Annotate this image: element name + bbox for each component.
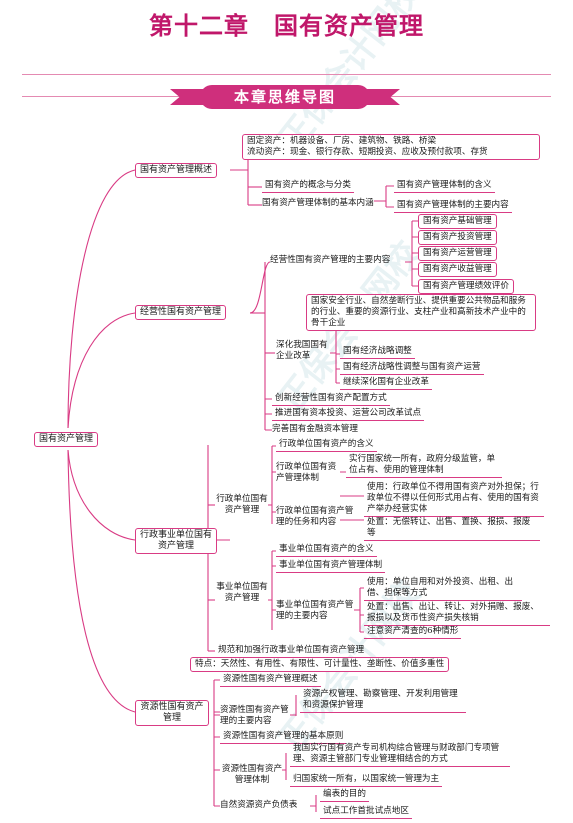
node-resource-system-b: 归国家统一所有，以国家统一管理为主 — [290, 774, 443, 787]
node-system-meaning: 国有资产管理体制的含义 — [394, 180, 495, 193]
fixed-assets-text: 固定资产：机器设备、厂房、建筑物、铁路、桥梁 — [247, 136, 437, 146]
node-inst-content: 事业单位国有资产管理的主要内容 — [276, 600, 354, 621]
node-soe-reform: 深化我国国有企业改革 — [276, 340, 328, 361]
node-inst-use: 使用：单位自用和对外投资、出租、出借、担保等方式 — [364, 577, 522, 601]
node-resource-system-a: 我国实行国有资产专司机构综合管理与财政部门专项管理、资源主管部门专业管理相结合的… — [290, 743, 510, 767]
node-admin-system-desc: 实行国家统一所有，政府分级监管，单位占有、使用的管理体制 — [346, 454, 502, 478]
node-performance-eval: 国有资产管理绩效评价 — [418, 279, 514, 294]
node-system-content: 国有资产管理体制的主要内容 — [394, 200, 512, 213]
asset-types-box: 固定资产：机器设备、厂房、建筑物、铁路、桥梁 流动资产：现金、银行存款、短期投资… — [242, 134, 540, 160]
node-admin-unit: 行政单位国有资产管理 — [216, 494, 268, 515]
node-resource-principle: 资源性国有资产管理的基本原则 — [220, 731, 347, 744]
node-continue-reform: 继续深化国有企业改革 — [340, 377, 432, 390]
branch-resource: 资源性国有资产管理 — [135, 700, 209, 726]
node-innovate-allocation: 创新经营性国有资产配置方式 — [272, 393, 390, 406]
node-revenue-mgmt: 国有资产收益管理 — [418, 262, 497, 277]
node-admin-dispose: 处置：无偿转让、出售、置换、报损、报废等 — [364, 517, 540, 541]
page-title: 第十二章 国有资产管理 — [149, 11, 424, 40]
node-resource-content: 资源性国有资产管理的主要内容 — [220, 705, 289, 726]
node-admin-task: 行政单位国有资产管理的任务和内容 — [276, 506, 354, 527]
node-balance-purpose: 编表的目的 — [320, 789, 369, 802]
section-banner: 本章思维导图 — [200, 85, 370, 109]
node-inst-check: 注意资产清查的6种情形 — [364, 626, 462, 639]
node-basic-mgmt: 国有资产基础管理 — [418, 214, 497, 229]
node-system-connotation: 国有资产管理体制的基本内涵 — [262, 198, 374, 208]
node-admin-meaning: 行政单位国有资产的含义 — [276, 439, 377, 452]
node-financial-capital: 完善国有金融资本管理 — [272, 424, 358, 434]
node-resource-features: 特点：天然性、有用性、有限性、可计量性、垄断性、价值多重性 — [190, 657, 450, 672]
node-inst-dispose: 处置：出售、出让、转让、对外捐赠、报废、报损以及货币性资产损失核销 — [364, 602, 550, 626]
node-balance-sheet: 自然资源资产负债表 — [220, 800, 298, 810]
node-resource-system: 资源性国有资产管理体制 — [221, 764, 283, 785]
node-resource-overview: 资源性国有资产管理概述 — [220, 674, 321, 687]
node-capital-pilot: 推进国有资本投资、运营公司改革试点 — [272, 408, 425, 421]
node-admin-use: 使用：行政单位不得用国有资产对外担保；行政单位不得以任何形式用占有、使用的国有资… — [364, 482, 544, 517]
node-admin-system: 行政单位国有资产管理体制 — [276, 462, 337, 483]
node-resource-content-desc: 资源产权管理、勘察管理、开发利用管理和资源保护管理 — [300, 689, 466, 713]
branch-overview: 国有资产管理概述 — [135, 163, 218, 178]
node-key-industries: 国家安全行业、自然垄断行业、提供重要公共物品和服务的行业、重要的资源行业、支柱产… — [306, 294, 536, 331]
node-strategic-adjustment: 国有经济战略调整 — [340, 346, 415, 359]
node-operating-content: 经营性国有资产管理的主要内容 — [270, 255, 391, 265]
node-inst-system: 事业单位国有资产管理体制 — [276, 560, 386, 573]
branch-operating: 经营性国有资产管理 — [135, 305, 227, 320]
node-operation-mgmt: 国有资产运营管理 — [418, 246, 497, 261]
node-inst-meaning: 事业单位国有资产的含义 — [276, 544, 377, 557]
branch-administrative: 行政事业单位国有资产管理 — [135, 528, 217, 554]
current-assets-text: 流动资产：现金、银行存款、短期投资、应收及预付款项、存货 — [247, 147, 488, 157]
node-institution-unit: 事业单位国有资产管理 — [216, 582, 268, 603]
node-balance-pilot: 试点工作首批试点地区 — [320, 806, 412, 819]
divider-top — [22, 74, 551, 75]
node-adjustment-operation: 国有经济战略性调整与国有资产运营 — [340, 362, 484, 375]
root-node: 国有资产管理 — [34, 432, 99, 447]
node-concept-classification: 国有资产的概念与分类 — [262, 180, 354, 193]
node-investment-mgmt: 国有资产投资管理 — [418, 230, 497, 245]
